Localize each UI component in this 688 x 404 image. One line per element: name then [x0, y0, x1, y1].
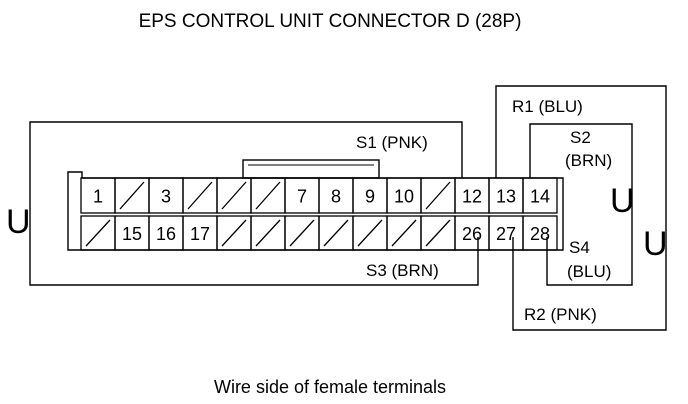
pin-number: 15: [122, 224, 142, 244]
unused-pin-slash: [221, 181, 247, 210]
lead-r1: [495, 85, 667, 331]
pin-number: 28: [530, 224, 550, 244]
unused-pin-slash: [425, 219, 451, 247]
label-s4-line1: S4: [569, 238, 590, 257]
unused-pin-slash: [255, 181, 281, 210]
unused-pin-slash: [357, 219, 383, 247]
pin-number: 7: [297, 187, 307, 207]
label-r1: R1 (BLU): [512, 97, 583, 116]
label-s2-line1: S2: [570, 128, 591, 147]
pin-number: 10: [394, 187, 414, 207]
pin-number: 14: [530, 187, 550, 207]
unused-pin-slash: [187, 181, 213, 210]
unused-pin-slash: [221, 219, 247, 247]
connector-lock-tab: [242, 159, 380, 179]
pin-number: 27: [496, 224, 516, 244]
pin-number: 1: [93, 187, 103, 207]
label-s2-line2: (BRN): [565, 151, 612, 170]
unused-pin-slash: [255, 219, 281, 247]
label-r2: R2 (PNK): [524, 305, 597, 324]
test-leads: [29, 85, 667, 331]
unused-pin-slash: [391, 219, 417, 247]
unused-pin-slash: [289, 219, 315, 247]
pin-number: 16: [156, 224, 176, 244]
probe-symbol-middle: U: [610, 182, 635, 220]
probe-symbol-left: U: [6, 203, 31, 241]
pin-number: 12: [462, 187, 482, 207]
probe-symbol-right: U: [643, 225, 668, 263]
label-s3: S3 (BRN): [366, 261, 439, 280]
lead-s1-s3: [29, 121, 479, 286]
unused-pin-slash: [323, 219, 349, 247]
label-s4-line2: (BLU): [567, 262, 611, 281]
diagram-title: EPS CONTROL UNIT CONNECTOR D (28P): [139, 11, 522, 32]
label-s1: S1 (PNK): [356, 133, 428, 152]
pin-number: 9: [365, 187, 375, 207]
unused-pin-slash: [85, 219, 111, 247]
pin-number: 8: [331, 187, 341, 207]
pin-cell: [522, 177, 558, 214]
pin-number: 13: [496, 187, 516, 207]
lead-s2-s4: [529, 123, 633, 286]
pin-cell: [522, 215, 558, 251]
diagram-caption: Wire side of female terminals: [214, 377, 446, 397]
pin-number: 3: [161, 187, 171, 207]
unused-pin-slash: [425, 181, 451, 210]
pin-number: 17: [190, 224, 210, 244]
pin-number: 26: [462, 224, 482, 244]
unused-pin-slash: [119, 181, 145, 210]
